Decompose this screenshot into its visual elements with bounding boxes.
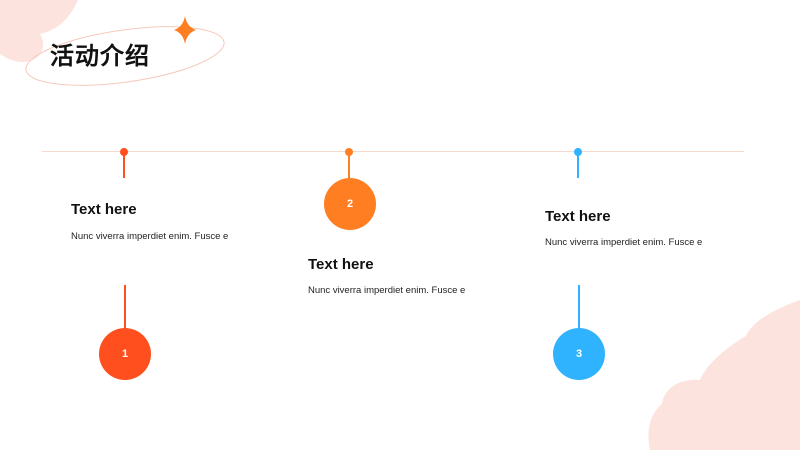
timeline-stem-2 <box>348 152 350 178</box>
step-number-1: 1 <box>122 348 128 360</box>
step-badge-2: 2 <box>324 178 376 230</box>
page-title: 活动介绍 <box>50 36 150 71</box>
sparkle-star-icon <box>174 16 196 44</box>
item-1-body: Nunc viverra imperdiet enim. Fusce e <box>71 231 228 242</box>
timeline-stem-1-bottom <box>124 285 126 329</box>
item-3-body: Nunc viverra imperdiet enim. Fusce e <box>545 237 702 248</box>
step-number-3: 3 <box>576 348 582 360</box>
step-badge-3: 3 <box>553 328 605 380</box>
timeline-line <box>42 151 744 152</box>
item-2-body: Nunc viverra imperdiet enim. Fusce e <box>308 285 465 296</box>
item-2-heading: Text here <box>308 256 374 273</box>
step-number-2: 2 <box>347 198 353 210</box>
bottom-right-cloud-shape <box>649 300 800 450</box>
timeline-stem-3-top <box>577 152 579 178</box>
item-1-heading: Text here <box>71 201 137 218</box>
item-3-heading: Text here <box>545 208 611 225</box>
timeline-stem-1-top <box>123 152 125 178</box>
timeline-stem-3-bottom <box>578 285 580 329</box>
step-badge-1: 1 <box>99 328 151 380</box>
